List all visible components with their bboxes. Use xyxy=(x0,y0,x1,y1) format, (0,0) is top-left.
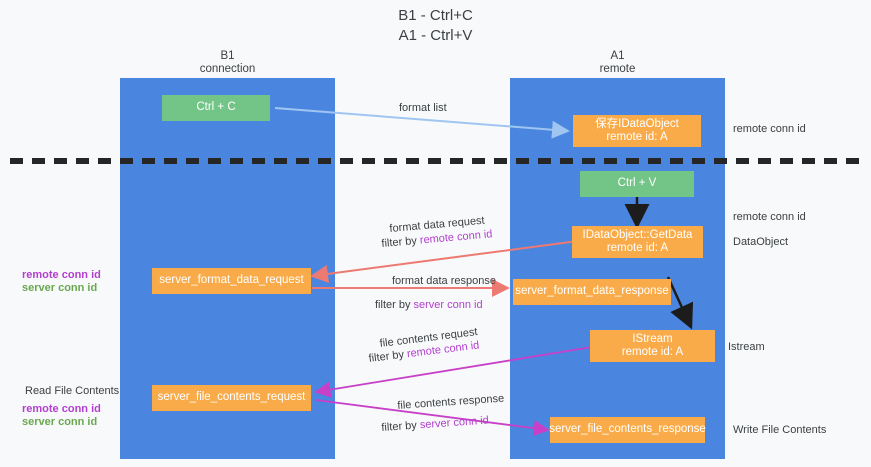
lane-header-a1-name: A1 xyxy=(610,50,625,62)
node-server-file-contents-response[interactable]: server_file_contents_response xyxy=(549,417,706,443)
server-conn-id-text-1: server conn id xyxy=(413,299,483,311)
node-save-idataobject-line1: 保存IDataObject xyxy=(595,117,679,130)
node-getdata-line2: remote id: A xyxy=(606,242,669,254)
lane-header-a1-sub: remote xyxy=(599,63,636,75)
lane-header-b1-name: B1 xyxy=(220,50,235,62)
node-server-file-contents-response-label: server_file_contents_response xyxy=(549,423,706,436)
page-title: B1 - Ctrl+C A1 - Ctrl+V xyxy=(0,6,871,46)
node-server-format-data-request[interactable]: server_format_data_request xyxy=(152,268,311,294)
node-ctrl-c-label: Ctrl + C xyxy=(196,101,236,114)
lane-header-a1: A1 remote xyxy=(510,50,725,76)
node-getdata-line1: IDataObject::GetData xyxy=(582,228,693,241)
edge-label-filter-server-conn-id-1: filter by server conn id xyxy=(375,299,483,312)
node-idataobject-getdata[interactable]: IDataObject::GetData remote id: A xyxy=(572,226,703,258)
left-label-remote-conn-id: remote conn id xyxy=(22,269,101,281)
node-save-idataobject-line2: remote id: A xyxy=(606,131,668,143)
title-line-1: B1 - Ctrl+C xyxy=(398,7,473,24)
filter-by-text-4: filter by xyxy=(381,419,418,434)
title-line-2: A1 - Ctrl+V xyxy=(398,27,473,44)
left-label-server-conn-id-2: server conn id xyxy=(22,416,98,428)
node-istream[interactable]: IStream remote id: A xyxy=(590,330,715,362)
filter-by-text-2: filter by xyxy=(375,299,411,311)
node-istream-line2: remote id: A xyxy=(621,346,684,358)
node-ctrl-v-label: Ctrl + V xyxy=(617,177,657,190)
filter-by-text-1: filter by xyxy=(381,234,418,250)
node-server-format-data-response-label: server_format_data_response xyxy=(515,285,669,298)
node-server-format-data-response[interactable]: server_format_data_response xyxy=(513,279,671,305)
edge-label-format-list: format list xyxy=(399,102,447,114)
node-ctrl-c[interactable]: Ctrl + C xyxy=(162,95,270,121)
node-server-format-data-request-label: server_format_data_request xyxy=(159,274,304,287)
node-istream-line1: IStream xyxy=(632,332,673,345)
node-save-idataobject[interactable]: 保存IDataObject remote id: A xyxy=(573,115,701,147)
edge-label-file-contents-response: file contents response xyxy=(397,392,505,412)
right-label-remote-conn-id-top: remote conn id xyxy=(733,123,806,135)
lane-header-b1: B1 connection xyxy=(120,50,335,76)
right-label-remote-conn-id-mid: remote conn id xyxy=(733,211,806,223)
lane-header-b1-sub: connection xyxy=(199,63,256,75)
node-server-file-contents-request[interactable]: server_file_contents_request xyxy=(152,385,311,411)
right-label-write-file-contents: Write File Contents xyxy=(733,424,827,436)
left-label-remote-conn-id-2: remote conn id xyxy=(22,403,101,415)
left-label-read-file-contents: Read File Contents xyxy=(25,385,120,397)
server-conn-id-text-2: server conn id xyxy=(419,414,490,432)
node-ctrl-v[interactable]: Ctrl + V xyxy=(580,171,694,197)
edge-label-format-data-response: format data response xyxy=(392,275,496,287)
right-label-dataobject: DataObject xyxy=(733,236,789,248)
filter-by-text-3: filter by xyxy=(368,348,405,365)
edge-label-filter-server-conn-id-2: filter by server conn id xyxy=(381,414,489,434)
right-label-istream: Istream xyxy=(728,341,765,353)
left-label-server-conn-id: server conn id xyxy=(22,282,98,294)
node-server-file-contents-request-label: server_file_contents_request xyxy=(157,391,306,404)
